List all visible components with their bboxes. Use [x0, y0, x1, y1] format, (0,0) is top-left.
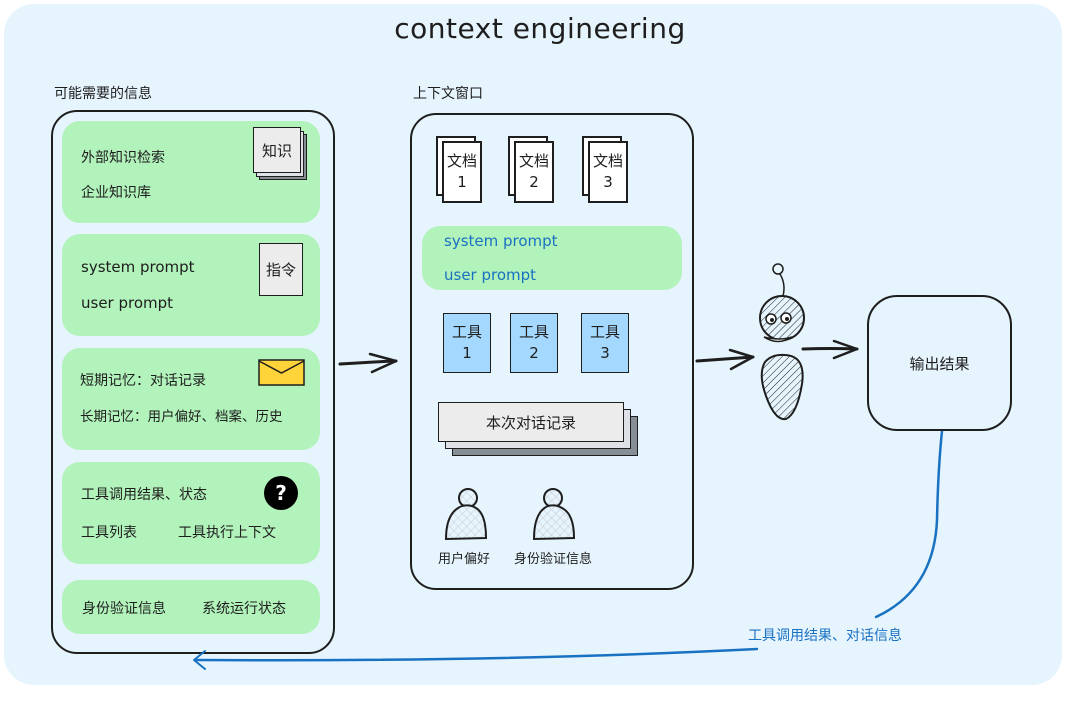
info-panel: [51, 110, 335, 654]
diagram-title: context engineering: [394, 12, 686, 45]
card-prompts: system prompt user prompt 指令: [62, 234, 320, 336]
tool-label: 工具: [589, 323, 620, 341]
record-label: 本次对话记录: [485, 413, 576, 432]
output-result-box: 输出结果: [867, 295, 1012, 431]
user-preference-person-icon: [444, 488, 488, 541]
card-line: 短期记忆：对话记录: [80, 373, 206, 389]
context-prompts-card: system prompt user prompt: [422, 226, 682, 290]
document-number: 3: [603, 173, 613, 191]
tool-label: 工具: [518, 323, 549, 341]
card-memory: 短期记忆：对话记录 长期记忆：用户偏好、档案、历史: [62, 348, 320, 450]
feedback-arrow: [193, 429, 944, 670]
tool-1: 工具 1: [443, 313, 491, 373]
document-front: 文档 3: [588, 141, 628, 203]
tool-label: 工具: [451, 323, 482, 341]
card-line: 系统运行状态: [202, 601, 286, 617]
card-tools: 工具调用结果、状态 工具列表 工具执行上下文 ?: [62, 462, 320, 564]
knowledge-stack-icon: 知识: [253, 127, 301, 173]
card-auth-status: 身份验证信息 系统运行状态: [62, 580, 320, 634]
document-3: 文档 3: [582, 136, 628, 203]
card-line: system prompt: [81, 258, 195, 276]
tool-2: 工具 2: [510, 313, 558, 373]
card-line: 工具执行上下文: [178, 525, 276, 541]
instruction-card-icon: 指令: [259, 243, 303, 296]
instruction-icon-label: 指令: [265, 261, 296, 279]
feedback-label: 工具调用结果、对话信息: [748, 628, 902, 644]
card-line: 工具列表: [81, 525, 137, 541]
document-front: 文档 2: [514, 141, 554, 203]
tool-number: 2: [529, 344, 539, 362]
robot-agent-icon: [759, 263, 805, 421]
document-number: 1: [457, 173, 467, 191]
identity-person-icon: [532, 488, 576, 541]
document-2: 文档 2: [508, 136, 554, 203]
document-label: 文档: [518, 152, 549, 170]
document-front: 文档 1: [442, 141, 482, 203]
document-1: 文档 1: [436, 136, 482, 203]
card-line: 企业知识库: [81, 185, 151, 201]
document-label: 文档: [592, 152, 623, 170]
knowledge-icon-label: 知识: [261, 141, 292, 160]
card-line: 长期记忆：用户偏好、档案、历史: [80, 409, 283, 425]
card-line: 工具调用结果、状态: [81, 487, 207, 503]
tool-number: 1: [462, 344, 472, 362]
output-label: 输出结果: [909, 354, 970, 373]
arrow-agent-to-output: [801, 339, 859, 360]
arrow-context-to-agent: [695, 348, 755, 371]
document-number: 2: [529, 173, 539, 191]
user-preference-label: 用户偏好: [438, 552, 491, 567]
context-window-panel: [410, 113, 694, 590]
question-icon-label: ?: [275, 481, 287, 505]
tool-3: 工具 3: [581, 313, 629, 373]
system-prompt-text: system prompt: [444, 232, 558, 250]
card-line: user prompt: [81, 294, 174, 312]
record-layer-front: 本次对话记录: [438, 402, 624, 442]
envelope-icon: [258, 359, 305, 386]
card-line: 外部知识检索: [81, 150, 165, 166]
card-line: 身份验证信息: [82, 601, 166, 617]
left-section-label: 可能需要的信息: [54, 86, 152, 102]
identity-label: 身份验证信息: [514, 552, 593, 567]
document-label: 文档: [446, 152, 477, 170]
context-window-label: 上下文窗口: [413, 86, 483, 102]
tool-number: 3: [600, 344, 610, 362]
question-icon: ?: [264, 476, 298, 510]
card-external-knowledge: 外部知识检索 企业知识库 知识: [62, 121, 320, 223]
user-prompt-text: user prompt: [444, 266, 537, 284]
